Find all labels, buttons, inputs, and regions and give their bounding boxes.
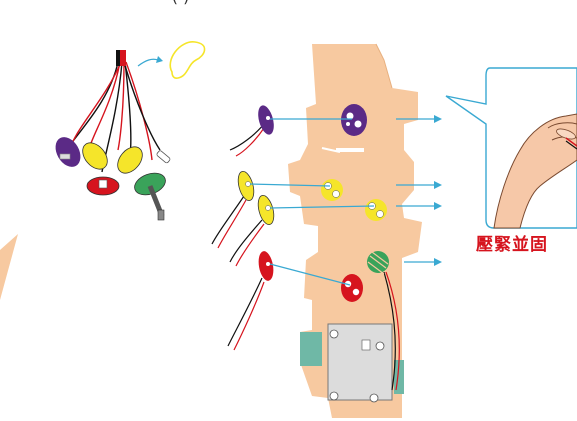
loose-disc-yellow-upper (212, 170, 257, 248)
panel-purple-socket (341, 104, 367, 136)
panel-yellow-socket-lower (365, 199, 387, 221)
loose-disc-purple (230, 104, 277, 156)
left-edge-fragment (0, 234, 18, 300)
cardboard-panel (288, 44, 422, 418)
teal-tab-left (300, 332, 322, 366)
shell-outline-icon (170, 42, 204, 78)
wire-bundle-illustration (50, 42, 204, 220)
panel-yellow-socket-upper (321, 179, 343, 201)
loose-disc-yellow-lower (230, 194, 277, 266)
arrow-right-icon (404, 258, 442, 266)
panel-red-socket (341, 274, 363, 302)
arrow-to-shell-icon (138, 59, 158, 66)
arrow-right-icon (396, 202, 442, 210)
callout-bubble (446, 68, 577, 228)
loose-disc-red (228, 250, 275, 350)
instruction-caption: 壓緊並固 (476, 230, 577, 255)
